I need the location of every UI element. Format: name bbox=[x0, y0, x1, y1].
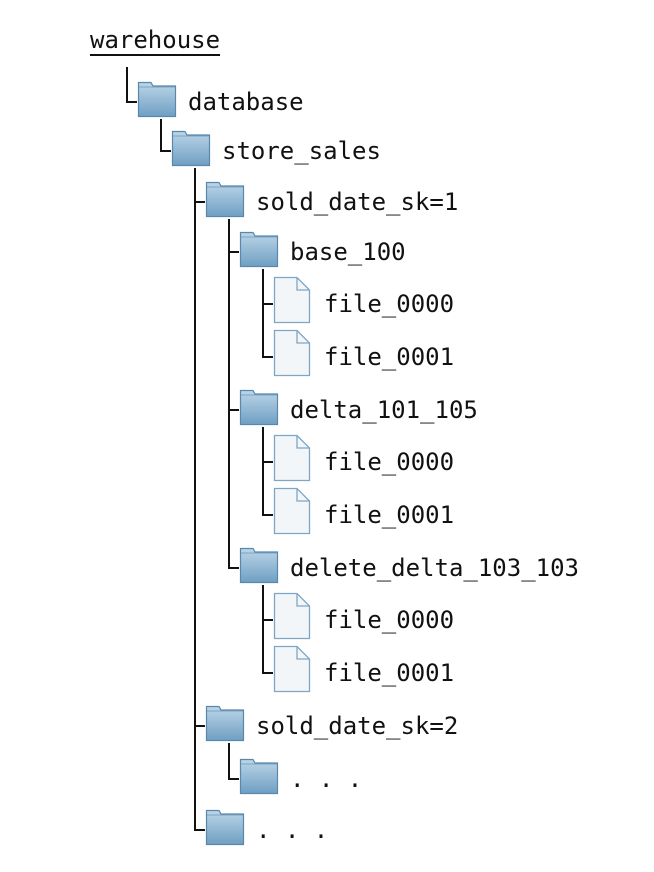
folder-icon bbox=[137, 80, 177, 123]
folder-icon bbox=[205, 180, 245, 223]
folder-icon bbox=[171, 129, 211, 172]
folder-label: delete_delta_103_103 bbox=[290, 554, 579, 582]
file-icon bbox=[273, 645, 311, 698]
file-label: file_0000 bbox=[324, 290, 455, 318]
file-icon bbox=[273, 276, 311, 329]
folder-label: delta_101_105 bbox=[290, 396, 478, 424]
tree-root-label: warehouse bbox=[90, 26, 221, 54]
folder-label: . . . bbox=[290, 765, 363, 793]
folder-icon bbox=[239, 757, 279, 800]
file-label: file_0000 bbox=[324, 448, 455, 476]
folder-icon bbox=[205, 808, 245, 851]
folder-icon bbox=[239, 230, 279, 273]
file-icon bbox=[273, 592, 311, 645]
folder-icon bbox=[205, 704, 245, 747]
file-label: file_0001 bbox=[324, 501, 455, 529]
file-icon bbox=[273, 329, 311, 382]
folder-label: store_sales bbox=[222, 137, 381, 165]
folder-label: sold_date_sk=2 bbox=[256, 712, 459, 740]
folder-label: sold_date_sk=1 bbox=[256, 188, 459, 216]
folder-icon bbox=[239, 546, 279, 589]
file-label: file_0001 bbox=[324, 659, 455, 687]
file-icon bbox=[273, 487, 311, 540]
folder-label: base_100 bbox=[290, 238, 406, 266]
file-label: file_0001 bbox=[324, 343, 455, 371]
folder-label: . . . bbox=[256, 816, 329, 844]
file-label: file_0000 bbox=[324, 606, 455, 634]
folder-icon bbox=[239, 388, 279, 431]
folder-label: database bbox=[188, 88, 304, 116]
file-icon bbox=[273, 434, 311, 487]
